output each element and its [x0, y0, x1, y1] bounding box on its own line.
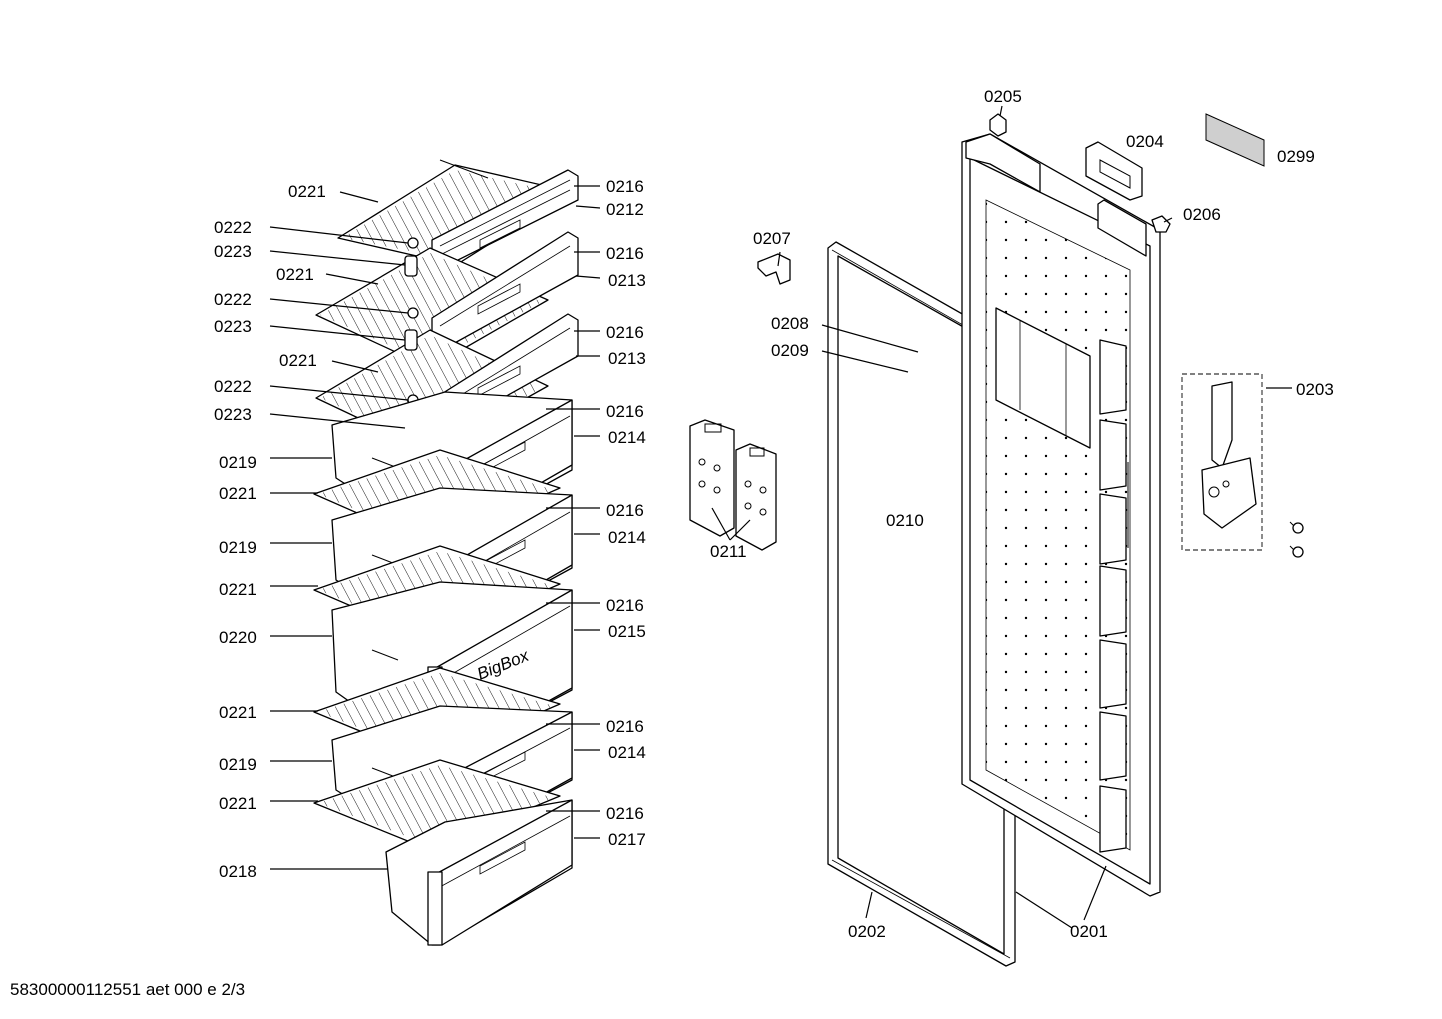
callout-0202: 0202 [848, 922, 886, 941]
callout-0213: 0213 [608, 349, 646, 368]
callout-0214: 0214 [608, 428, 646, 447]
shelf-and-drawer-stack: BigBox [313, 159, 579, 946]
callout-0223: 0223 [214, 405, 252, 424]
callout-0207: 0207 [753, 229, 791, 248]
top-cap-left [965, 133, 1041, 193]
callout-0216: 0216 [606, 717, 644, 736]
callout-0201: 0201 [1070, 922, 1108, 941]
callout-0216: 0216 [606, 804, 644, 823]
callout-0220: 0220 [219, 628, 257, 647]
document-footer: 58300000112551 aet 000 e 2/3 [10, 980, 246, 999]
callout-0216: 0216 [606, 177, 644, 196]
top-cap-right [1097, 199, 1147, 257]
callout-0206: 0206 [1183, 205, 1221, 224]
callout-0212: 0212 [606, 200, 644, 219]
callout-0204: 0204 [1126, 132, 1164, 151]
callout-0223: 0223 [214, 317, 252, 336]
screws [1289, 521, 1304, 558]
cover-0204 [1085, 141, 1143, 201]
callout-0219: 0219 [219, 453, 257, 472]
callout-0221: 0221 [276, 265, 314, 284]
door-panel [961, 133, 1161, 897]
top-right-parts [989, 113, 1265, 233]
callout-0221: 0221 [219, 484, 257, 503]
callout-0205: 0205 [984, 87, 1022, 106]
callout-0221: 0221 [288, 182, 326, 201]
callout-0216: 0216 [606, 244, 644, 263]
callout-labels: 0221 0222 0223 0221 0222 0223 0221 0222 … [214, 87, 1334, 941]
callout-0219: 0219 [219, 755, 257, 774]
callout-0214: 0214 [608, 743, 646, 762]
bottom-drawer [385, 799, 573, 946]
callout-0213: 0213 [608, 271, 646, 290]
door-pocket [995, 307, 1091, 449]
hinge-pin-0205 [989, 113, 1007, 137]
callout-0221: 0221 [279, 351, 317, 370]
callout-0221: 0221 [219, 703, 257, 722]
callout-0222: 0222 [214, 218, 252, 237]
callout-0223: 0223 [214, 242, 252, 261]
callout-0222: 0222 [214, 290, 252, 309]
callout-0209: 0209 [771, 341, 809, 360]
wire-shelf-2 [315, 247, 549, 369]
callout-0221: 0221 [219, 580, 257, 599]
door-bins [1099, 339, 1127, 853]
callout-0210: 0210 [886, 511, 924, 530]
callout-0221: 0221 [219, 794, 257, 813]
callout-0216: 0216 [606, 501, 644, 520]
callout-0211: 0211 [710, 542, 747, 561]
wire-shelf-7 [313, 759, 561, 851]
callout-0208: 0208 [771, 314, 809, 333]
callout-0217: 0217 [608, 830, 646, 849]
callout-0203: 0203 [1296, 380, 1334, 399]
callout-0222: 0222 [214, 377, 252, 396]
callout-0215: 0215 [608, 622, 646, 641]
callout-0216: 0216 [606, 596, 644, 615]
callout-0214: 0214 [608, 528, 646, 547]
pin-0206 [1151, 215, 1171, 233]
callout-0299: 0299 [1277, 147, 1315, 166]
callout-0219: 0219 [219, 538, 257, 557]
callout-0218: 0218 [219, 862, 257, 881]
leader-lines [269, 105, 1292, 929]
hinge-assembly [1181, 373, 1304, 558]
callout-0216: 0216 [606, 402, 644, 421]
clip-0207 [757, 253, 791, 285]
ice-packs-0211 [689, 419, 777, 551]
label-0299 [1205, 113, 1265, 167]
callout-0216: 0216 [606, 323, 644, 342]
